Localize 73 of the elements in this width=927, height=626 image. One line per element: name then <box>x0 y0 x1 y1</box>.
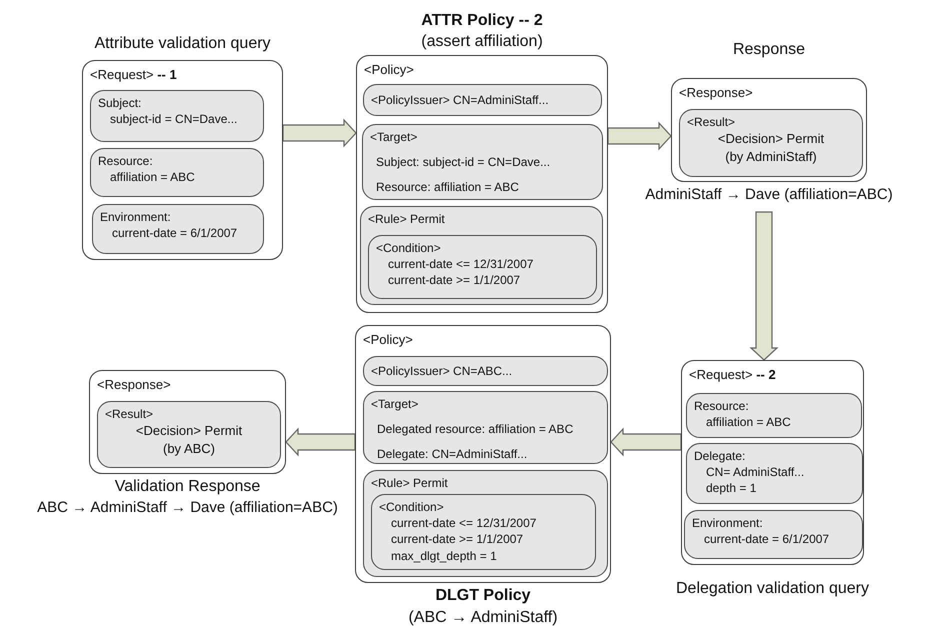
block-arrow <box>610 427 682 457</box>
block-arrow <box>749 211 779 361</box>
nested-element-box <box>363 391 608 464</box>
attribute-text: max_dlgt_depth = 1 <box>390 548 498 564</box>
attribute-text: current-date >= 1/1/2007 <box>390 531 524 548</box>
attribute-text: current-date = 6/1/2007 <box>703 531 830 548</box>
nested-element-box <box>363 356 608 386</box>
chain-text: AdminiStaff → Dave (affiliation=ABC) <box>645 185 893 205</box>
box-heading: Validation Response <box>114 477 260 497</box>
attribute-text: current-date <= 12/31/2007 <box>390 515 538 532</box>
element-label: <Rule> Permit <box>368 211 446 228</box>
block-arrow <box>607 121 672 151</box>
element-label: <Condition> <box>376 240 442 256</box>
element-tag: <Response> <box>679 83 859 102</box>
nested-element-box <box>363 84 602 116</box>
element-label: Subject: <box>98 95 142 112</box>
nested-element-box <box>90 90 264 142</box>
attribute-text: CN= AdminiStaff... <box>705 464 806 480</box>
element-label: Environment: <box>100 209 172 226</box>
nested-element-box <box>92 204 264 254</box>
block-arrow <box>282 118 357 148</box>
nested-element-box <box>362 124 603 200</box>
decision-text: <Decision> Permit <box>134 422 244 440</box>
chain-text: ABC → AdminiStaff → Dave (affiliation=ABC) <box>37 498 338 518</box>
element-label: <PolicyIssuer> CN=ABC... <box>371 362 514 380</box>
element-tag: <Request> -- 1 <box>90 65 275 84</box>
decision-text: <Decision> Permit <box>716 130 826 148</box>
element-label: <Condition> <box>379 499 445 516</box>
box-title: ATTR Policy -- 2 <box>421 10 543 31</box>
nested-element-box <box>371 494 596 570</box>
attribute-text: subject-id = CN=Dave... <box>109 111 238 128</box>
nested-element-box <box>360 206 603 305</box>
attribute-text: affiliation = ABC <box>109 169 196 186</box>
block-arrow <box>285 427 356 457</box>
nested-element-box <box>363 470 608 577</box>
element-label: Resource: <box>98 153 154 170</box>
box-title: DLGT Policy <box>435 586 531 606</box>
element-label: <Target> <box>371 396 420 412</box>
element-tag: <Policy> <box>364 60 600 80</box>
element-label: <PolicyIssuer> CN=AdminiStaff... <box>371 92 550 108</box>
element-label: Resource: <box>694 398 750 414</box>
attribute-text: Resource: affiliation = ABC <box>375 179 520 196</box>
nested-element-box <box>97 401 281 468</box>
box-heading: Response <box>732 40 806 60</box>
element-label: <Result> <box>105 406 154 422</box>
nested-element-box <box>684 510 863 559</box>
element-label: <Rule> Permit <box>371 475 449 492</box>
element-tag: <Request> -- 2 <box>689 365 856 384</box>
box-heading: (assert affiliation) <box>421 32 543 52</box>
attribute-text: current-date <= 12/31/2007 <box>387 256 534 272</box>
nested-element-box <box>686 443 863 504</box>
box-heading: (ABC → AdminiStaff) <box>408 608 558 626</box>
element-label: Environment: <box>692 515 764 532</box>
attribute-text: affiliation = ABC <box>705 414 792 430</box>
nested-element-box <box>686 393 862 438</box>
decision-text: (by ABC) <box>162 440 216 458</box>
attribute-text: Subject: subject-id = CN=Dave... <box>375 154 552 170</box>
element-tag: <Response> <box>97 375 278 394</box>
attribute-text: current-date >= 1/1/2007 <box>387 272 522 289</box>
attribute-text: current-date = 6/1/2007 <box>111 225 238 242</box>
nested-element-box <box>90 148 264 197</box>
element-tag: <Policy> <box>363 330 603 350</box>
element-label: <Result> <box>687 114 736 130</box>
box-heading: Attribute validation query <box>94 34 271 54</box>
element-label: <Target> <box>370 129 418 146</box>
nested-element-box <box>368 235 597 299</box>
nested-element-box <box>679 109 863 177</box>
box-heading: Delegation validation query <box>676 579 869 599</box>
decision-text: (by AdminiStaff) <box>724 148 818 166</box>
attribute-text: Delegate: CN=AdminiStaff... <box>376 446 528 463</box>
attribute-text: Delegated resource: affiliation = ABC <box>376 421 574 438</box>
attribute-text: depth = 1 <box>705 480 758 497</box>
element-label: Delegate: <box>694 448 746 464</box>
